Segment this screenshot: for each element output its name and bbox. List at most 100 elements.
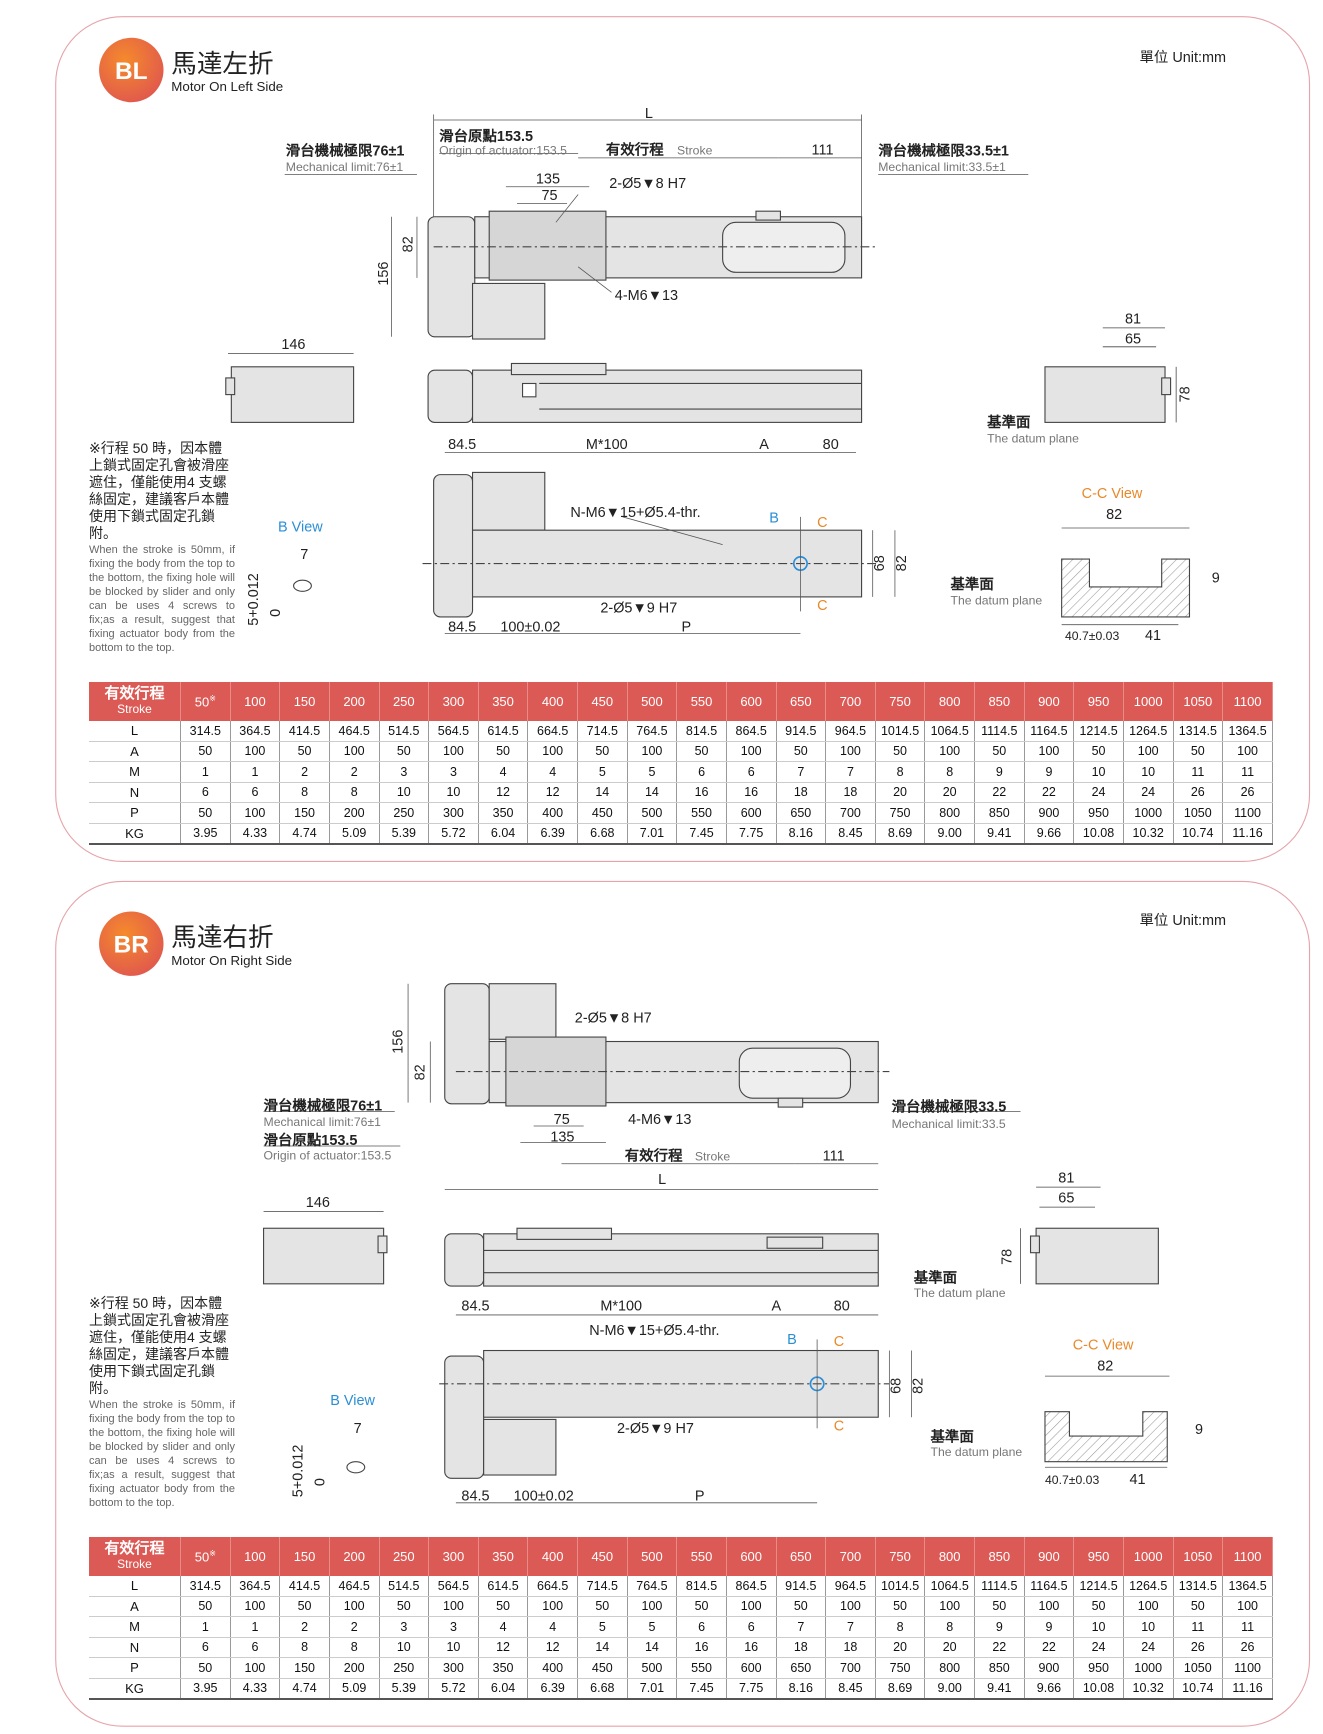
table-cell: 1364.5	[1222, 1576, 1273, 1597]
table-cell: 100	[230, 802, 281, 824]
stroke-column-header: 400	[527, 1537, 578, 1576]
stroke-column-header: 850	[974, 682, 1025, 721]
stroke-column-header: 100	[230, 682, 281, 721]
table-cell: 314.5	[180, 721, 231, 742]
table-cell: 1314.5	[1173, 1576, 1224, 1597]
stroke-note: ※行程 50 時，因本體上鎖式固定孔會被滑座遮住，僅能使用4 支螺絲固定，建議客…	[89, 1295, 235, 1510]
badge-bl	[99, 37, 164, 103]
table-cell: 4.33	[230, 823, 281, 845]
table-cell: 7.45	[676, 823, 727, 845]
dim-111: 111	[812, 143, 834, 159]
row-label: KG	[89, 823, 181, 845]
table-cell: 20	[924, 1637, 975, 1658]
table-cell: 9	[974, 1616, 1025, 1638]
table-cell: 7	[776, 1616, 827, 1638]
dim-41: 41	[1129, 1472, 1145, 1488]
dim-75: 75	[554, 1112, 570, 1128]
note-en: When the stroke is 50mm, if fixing the b…	[89, 1399, 235, 1509]
dim-80: 80	[823, 437, 839, 453]
table-cell: 4	[478, 761, 529, 783]
table-cell: 50	[279, 741, 330, 762]
datum-label-en: The datum plane	[987, 431, 1079, 445]
table-cell: 20	[875, 1637, 926, 1658]
table-cell: 22	[974, 782, 1025, 803]
table-cell: 8.16	[776, 1678, 827, 1700]
table-cell: 464.5	[329, 1576, 380, 1597]
table-cell: 1050	[1173, 1657, 1224, 1679]
table-cell: 1164.5	[1024, 721, 1075, 742]
table-cell: 9	[1024, 761, 1075, 783]
mech-limit-right-en: Mechanical limit:33.5	[892, 1117, 1006, 1131]
table-cell: 1014.5	[875, 721, 926, 742]
table-cell: 100	[825, 741, 876, 762]
table-cell: 50	[180, 1596, 231, 1617]
table-cell: 16	[676, 782, 727, 803]
table-cell: 50	[379, 1596, 430, 1617]
table-cell: 5.72	[428, 1678, 479, 1700]
dim-100: 100±0.02	[514, 1489, 574, 1505]
table-cell: 400	[527, 1657, 578, 1679]
table-cell: 12	[478, 1637, 529, 1658]
mech-limit-left-en: Mechanical limit:76±1	[286, 160, 404, 174]
stroke-column-header: 700	[825, 1537, 876, 1576]
dim-146: 146	[306, 1195, 330, 1211]
dim-68: 68	[872, 555, 888, 571]
table-cell: 50	[1173, 741, 1224, 762]
cc-datum-label-en: The datum plane	[951, 594, 1043, 608]
table-cell: 10	[428, 1637, 479, 1658]
table-cell: 514.5	[379, 1576, 430, 1597]
top-view	[444, 983, 890, 1108]
table-cell: 50	[776, 741, 827, 762]
table-cell: 9.41	[974, 1678, 1025, 1700]
table-cell: 1214.5	[1073, 1576, 1124, 1597]
table-cell: 414.5	[279, 1576, 330, 1597]
table-cell: 5.39	[379, 1678, 430, 1700]
stroke-column-header: 650	[776, 682, 827, 721]
table-cell: 100	[230, 741, 281, 762]
dim-156: 156	[376, 262, 392, 286]
section-title: 馬達左折	[171, 50, 273, 78]
table-cell: 9.41	[974, 823, 1025, 845]
table-cell: 800	[924, 1657, 975, 1679]
origin-label: 滑台原點153.5	[264, 1131, 358, 1149]
table-cell: 950	[1073, 1657, 1124, 1679]
dim-82: 82	[413, 1064, 429, 1080]
table-cell: 8	[875, 761, 926, 783]
table-cell: 100	[1222, 741, 1273, 762]
table-cell: 1264.5	[1123, 1576, 1174, 1597]
stroke-column-header: 350	[478, 682, 529, 721]
table-cell: 11.16	[1222, 1678, 1273, 1700]
section-subtitle: Motor On Right Side	[171, 953, 292, 968]
table-cell: 8	[329, 1637, 380, 1658]
table-cell: 9	[1024, 1616, 1075, 1638]
top-view	[427, 210, 879, 340]
stroke-column-header: 150	[279, 682, 330, 721]
table-cell: 14	[577, 1637, 628, 1658]
table-cell: 600	[726, 1657, 777, 1679]
table-cell: 50	[776, 1596, 827, 1617]
table-cell: 100	[924, 1596, 975, 1617]
stroke-column-header: 1000	[1123, 682, 1174, 721]
table-cell: 814.5	[676, 1576, 727, 1597]
table-cell: 2	[279, 1616, 330, 1638]
table-cell: 364.5	[230, 721, 281, 742]
table-cell: 564.5	[428, 1576, 479, 1597]
datum-label-en: The datum plane	[914, 1286, 1006, 1300]
table-cell: 1050	[1173, 802, 1224, 824]
dim-146: 146	[281, 337, 305, 353]
pin-hole-label: 2-Ø5▼8 H7	[609, 176, 686, 192]
cc-view-title: C-C View	[1073, 1337, 1134, 1353]
table-cell: 1064.5	[924, 721, 975, 742]
row-label: KG	[89, 1678, 181, 1700]
table-cell: 50	[279, 1596, 330, 1617]
table-cell: 914.5	[776, 1576, 827, 1597]
table-cell: 10	[1123, 1616, 1174, 1638]
section-title: 馬達右折	[171, 924, 273, 952]
